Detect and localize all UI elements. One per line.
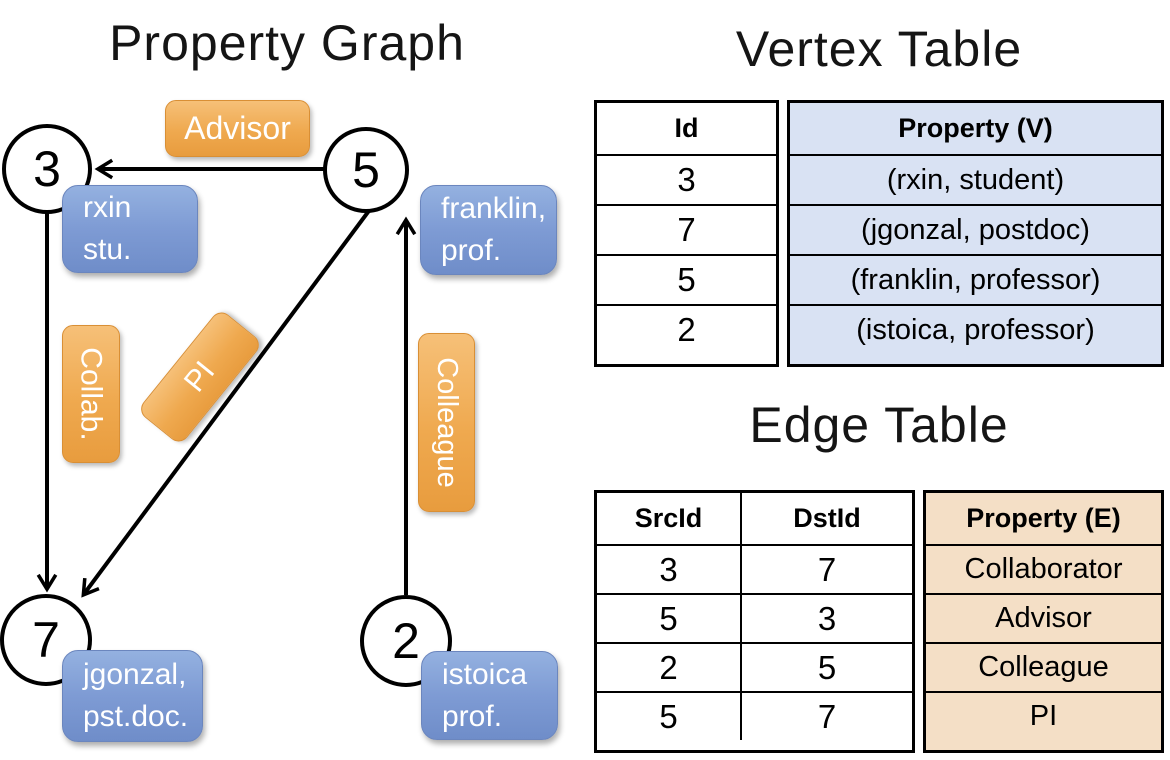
edge-table-srcid-header: SrcId xyxy=(634,503,703,533)
vertex-prop-5-line1: franklin, xyxy=(441,192,547,225)
edge-table-property-column: Property (E) Collaborator Advisor Collea… xyxy=(923,490,1164,753)
vertex-node-3: 3 xyxy=(2,124,92,214)
edge-table-dstid-cell: 7 xyxy=(740,693,912,740)
vertex-table-title: Vertex Table xyxy=(735,21,1023,77)
vertex-table-property-cell: (rxin, student) xyxy=(790,154,1161,204)
vertex-table-property-cell: (istoica, professor) xyxy=(790,304,1161,354)
vertex-prop-2-line2: prof. xyxy=(442,699,503,733)
edge-table-id-row: 5 7 xyxy=(597,691,912,740)
edge-table-id-row: 2 5 xyxy=(597,642,912,691)
edge-label-colleague-text: Colleague xyxy=(431,357,464,488)
edge-table-id-row: 3 7 xyxy=(597,544,912,593)
edge-table-id-row: 5 3 xyxy=(597,593,912,642)
edge-table-dstid-cell: 5 xyxy=(740,644,912,691)
vertex-prop-3-line2: stu. xyxy=(83,233,132,266)
vertex-table-property-cell: (jgonzal, postdoc) xyxy=(790,204,1161,254)
vertex-table-property-column: Property (V) (rxin, student) (jgonzal, p… xyxy=(787,100,1164,367)
vertex-node-7: 7 xyxy=(0,594,92,686)
vertex-table-id-cell: 5 xyxy=(597,254,776,304)
vertex-table-property-header: Property (V) xyxy=(898,113,1053,143)
vertex-table-property-cell: (franklin, professor) xyxy=(790,254,1161,304)
vertex-prop-box-7: jgonzal, pst.doc. xyxy=(62,650,203,742)
property-graph-title: Property Graph xyxy=(109,15,465,71)
edge-label-collab: Collab. xyxy=(62,325,120,463)
edge-table-property-cell: Advisor xyxy=(926,593,1161,642)
vertex-table-id-cell: 7 xyxy=(597,204,776,254)
edge-table-property-cell: Collaborator xyxy=(926,544,1161,593)
edge-label-pi: PI xyxy=(136,308,264,446)
vertex-table-id-header: Id xyxy=(674,113,699,143)
edge-table-property-header: Property (E) xyxy=(966,503,1121,533)
vertex-prop-3-line1: rxin xyxy=(83,191,132,224)
edge-label-colleague: Colleague xyxy=(418,333,475,512)
edge-table-id-columns: SrcId DstId 3 7 5 3 2 5 5 7 xyxy=(594,490,915,753)
vertex-node-7-id: 7 xyxy=(32,612,60,668)
edge-label-advisor-text: Advisor xyxy=(184,110,291,146)
edge-table-property-cell: Colleague xyxy=(926,642,1161,691)
vertex-prop-box-2: istoica prof. xyxy=(421,651,558,740)
vertex-node-3-id: 3 xyxy=(33,141,61,197)
vertex-prop-5-line2: prof. xyxy=(441,234,502,267)
vertex-prop-7-line1: jgonzal, xyxy=(83,658,187,691)
edge-table-property-cell: PI xyxy=(926,691,1161,740)
edge-table-srcid-cell: 2 xyxy=(659,648,678,686)
vertex-prop-box-3: rxin stu. xyxy=(62,185,198,273)
edge-table-dstid-cell: 7 xyxy=(740,546,912,593)
vertex-node-2-id: 2 xyxy=(392,613,420,669)
vertex-prop-7-line2: pst.doc. xyxy=(83,700,189,733)
edge-table-srcid-cell: 3 xyxy=(659,550,678,588)
edge-table-title: Edge Table xyxy=(749,397,1009,453)
vertex-table-id-column: Id 3 7 5 2 xyxy=(594,100,779,367)
vertex-prop-box-5: franklin, prof. xyxy=(420,185,557,275)
vertex-table-id-cell: 3 xyxy=(597,154,776,204)
vertex-node-5: 5 xyxy=(323,127,409,213)
edge-label-pi-text: PI xyxy=(177,355,222,399)
edge-table-dstid-header: DstId xyxy=(740,493,912,544)
vertex-prop-2-line1: istoica xyxy=(442,657,528,691)
edge-label-advisor: Advisor xyxy=(165,100,310,157)
edge-table-srcid-cell: 5 xyxy=(659,697,678,735)
edge-table-dstid-cell: 3 xyxy=(740,595,912,642)
edge-table-srcid-cell: 5 xyxy=(659,599,678,637)
vertex-table-id-cell: 2 xyxy=(597,304,776,354)
edge-table-id-header-row: SrcId DstId xyxy=(597,493,912,544)
vertex-node-5-id: 5 xyxy=(352,142,380,198)
edge-label-collab-text: Collab. xyxy=(75,347,109,441)
